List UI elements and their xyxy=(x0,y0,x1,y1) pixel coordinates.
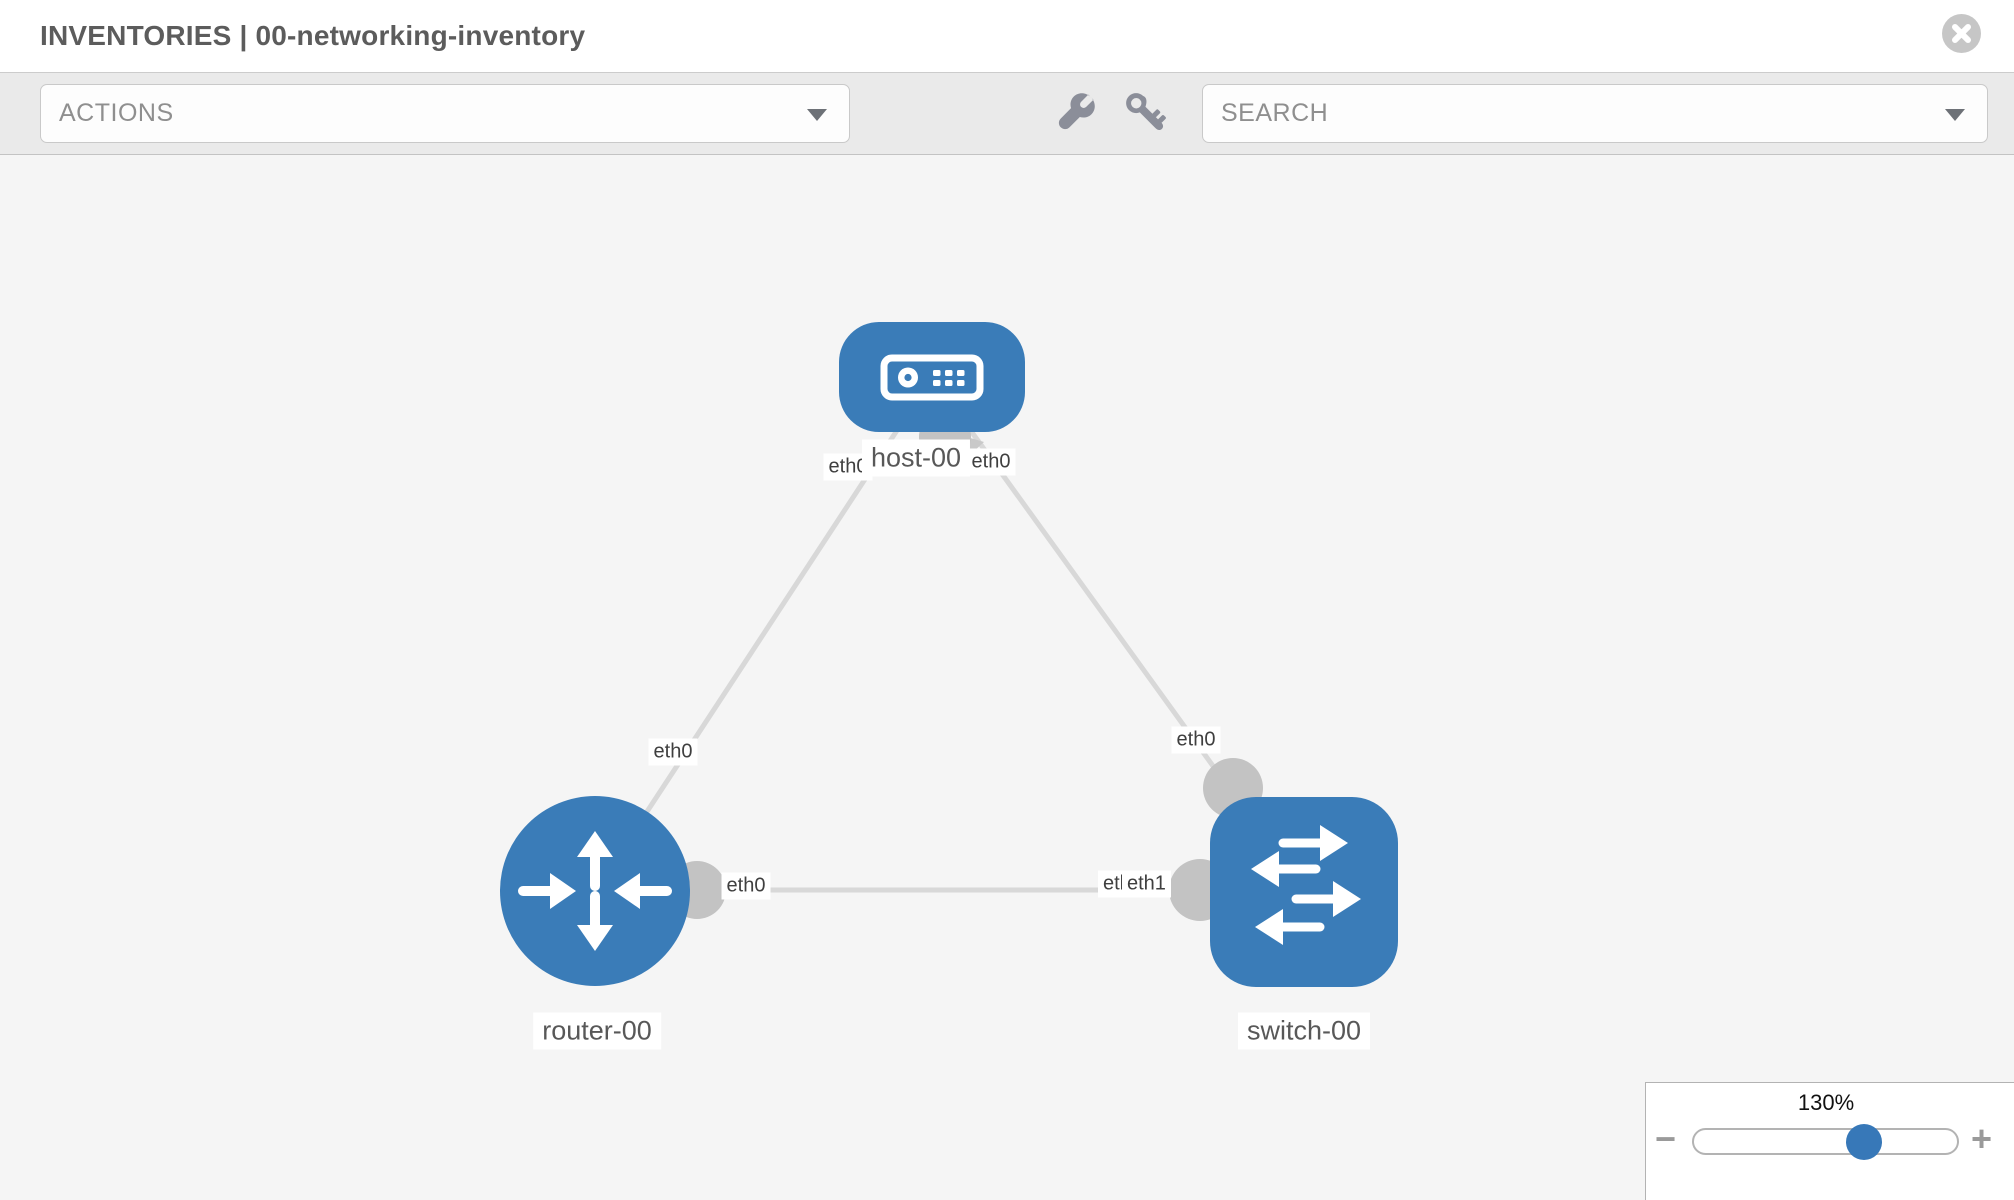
key-icon xyxy=(1126,93,1166,131)
interface-label: eth0 xyxy=(648,738,698,766)
chevron-down-icon xyxy=(1945,109,1965,121)
zoom-level-label: 130% xyxy=(1797,1090,1855,1115)
interface-label: eth0 xyxy=(966,448,1016,476)
search-dropdown[interactable]: SEARCH xyxy=(1202,84,1988,143)
host-node[interactable] xyxy=(839,322,1025,432)
topology-canvas[interactable]: host-00 router-00 switch-00 eth0 eth0 et… xyxy=(0,155,2014,1200)
page-title: INVENTORIES | 00-networking-inventory xyxy=(40,20,586,51)
switch-icon xyxy=(1251,825,1361,945)
toolbar: ACTIONS SEARCH xyxy=(0,73,2014,155)
search-placeholder: SEARCH xyxy=(1221,99,1329,127)
zoom-panel: 130% − + xyxy=(1645,1082,2014,1200)
zoom-slider-handle[interactable] xyxy=(1846,1124,1882,1160)
close-button[interactable] xyxy=(1942,14,1981,53)
node-label-router: router-00 xyxy=(533,1012,661,1050)
wrench-icon xyxy=(1058,93,1095,130)
configure-button[interactable] xyxy=(1050,86,1102,143)
zoom-out-button[interactable]: − xyxy=(1655,1118,1677,1159)
router-icon xyxy=(518,831,672,951)
interface-label: eth1 xyxy=(1122,870,1171,898)
node-label-switch: switch-00 xyxy=(1237,1012,1371,1050)
interface-label: eth0 xyxy=(1171,726,1221,754)
switch-node[interactable] xyxy=(1210,797,1398,987)
zoom-in-button[interactable]: + xyxy=(1971,1118,1993,1159)
host-icon xyxy=(880,354,984,401)
zoom-slider-track[interactable] xyxy=(1692,1128,1959,1155)
actions-dropdown[interactable]: ACTIONS xyxy=(40,84,850,143)
actions-dropdown-label: ACTIONS xyxy=(59,99,174,127)
router-node[interactable] xyxy=(500,796,690,986)
interface-label: eth0 xyxy=(721,872,771,900)
chevron-down-icon xyxy=(807,109,827,121)
credentials-button[interactable] xyxy=(1118,85,1174,146)
interface-ports xyxy=(668,411,1263,921)
header: INVENTORIES | 00-networking-inventory xyxy=(0,0,2014,73)
node-label-host: host-00 xyxy=(861,439,971,477)
close-icon xyxy=(1952,24,1971,43)
